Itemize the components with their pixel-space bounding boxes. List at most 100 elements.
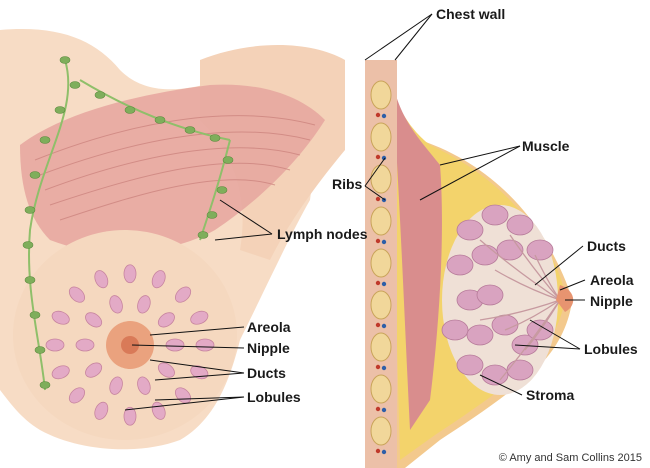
- vein: [381, 407, 387, 413]
- vein: [381, 113, 387, 119]
- lymph-node: [94, 91, 106, 99]
- nipple: [121, 336, 139, 354]
- lobule: [481, 204, 509, 226]
- rib: [370, 164, 392, 194]
- lymph-node: [29, 171, 41, 179]
- lobule: [123, 406, 137, 426]
- lobule: [85, 312, 103, 328]
- lobule: [506, 214, 534, 236]
- lymph-node: [24, 206, 36, 214]
- lymph-node: [184, 126, 196, 134]
- label-muscle: Muscle: [522, 138, 570, 154]
- lymph-node: [69, 81, 81, 89]
- lymph-node: [197, 231, 209, 239]
- lobule: [526, 239, 554, 261]
- artery: [375, 112, 381, 118]
- credit-text: © Amy and Sam Collins 2015: [498, 452, 642, 464]
- rib: [370, 290, 392, 320]
- ribs-group: [370, 80, 392, 455]
- label-areola-left: Areola: [247, 319, 291, 335]
- lobule: [456, 354, 484, 376]
- lobule: [85, 362, 103, 378]
- artery: [375, 364, 381, 370]
- lobule: [137, 376, 151, 395]
- pectoral-muscle: [20, 84, 325, 253]
- lobule: [123, 264, 137, 284]
- lobule: [446, 254, 474, 276]
- rib: [370, 332, 392, 362]
- artery: [375, 238, 381, 244]
- lobules-group: [45, 264, 215, 426]
- lobule: [68, 387, 86, 404]
- lymph-node: [54, 106, 66, 114]
- vein: [381, 281, 387, 287]
- artery: [375, 448, 381, 454]
- lymph-node: [29, 311, 41, 319]
- lobule: [109, 295, 123, 314]
- lobule: [174, 286, 192, 303]
- lymph-node: [39, 136, 51, 144]
- duct: [479, 239, 561, 301]
- lobule: [109, 376, 123, 395]
- lymph-node: [34, 346, 46, 354]
- lymph-node: [209, 134, 221, 142]
- artery: [375, 196, 381, 202]
- rib: [370, 206, 392, 236]
- lobule: [476, 284, 504, 306]
- vein: [381, 449, 387, 455]
- label-lobules-left: Lobules: [247, 389, 301, 405]
- lobule: [165, 338, 185, 352]
- duct: [479, 299, 561, 321]
- duct: [509, 234, 561, 301]
- right-lobules-group: [441, 204, 554, 386]
- artery: [375, 280, 381, 286]
- rib: [370, 416, 392, 446]
- rib: [370, 80, 392, 110]
- rib: [370, 248, 392, 278]
- lymph-node: [22, 241, 34, 249]
- lobule: [157, 362, 175, 378]
- lobule: [157, 312, 175, 328]
- label-nipple-left: Nipple: [247, 340, 290, 356]
- lobule: [137, 295, 151, 314]
- lobule: [456, 219, 484, 241]
- label-lobules-right: Lobules: [584, 341, 638, 357]
- rib: [370, 122, 392, 152]
- label-nipple-right: Nipple: [590, 293, 633, 309]
- label-areola-right: Areola: [590, 272, 634, 288]
- nipple-section: [556, 285, 574, 312]
- artery: [375, 322, 381, 328]
- lymph-node-chain: [22, 56, 234, 391]
- lobule: [51, 310, 70, 325]
- lymph-node: [124, 106, 136, 114]
- lobule: [51, 365, 70, 380]
- lymph-node: [206, 211, 218, 219]
- lymph-node: [59, 56, 71, 64]
- artery: [375, 154, 381, 160]
- label-ducts-left: Ducts: [247, 365, 286, 381]
- vein: [381, 323, 387, 329]
- label-ducts-right: Ducts: [587, 238, 626, 254]
- lobule: [45, 338, 65, 352]
- lymph-node: [154, 116, 166, 124]
- lobule: [75, 338, 95, 352]
- lymph-node: [216, 186, 228, 194]
- lobule: [441, 319, 469, 341]
- lobule: [481, 364, 509, 386]
- vein: [381, 155, 387, 161]
- lymph-node: [39, 381, 51, 389]
- lobule: [506, 359, 534, 381]
- lobule: [471, 244, 499, 266]
- rib: [370, 374, 392, 404]
- leader-lines: [124, 13, 586, 411]
- label-lymph-nodes: Lymph nodes: [277, 226, 368, 242]
- lobule: [190, 310, 209, 325]
- label-chest-wall: Chest wall: [436, 6, 506, 22]
- vein: [381, 239, 387, 245]
- lymph-node: [24, 276, 36, 284]
- label-ribs: Ribs: [332, 176, 363, 192]
- artery: [375, 406, 381, 412]
- lobule: [68, 286, 86, 303]
- duct: [499, 299, 561, 381]
